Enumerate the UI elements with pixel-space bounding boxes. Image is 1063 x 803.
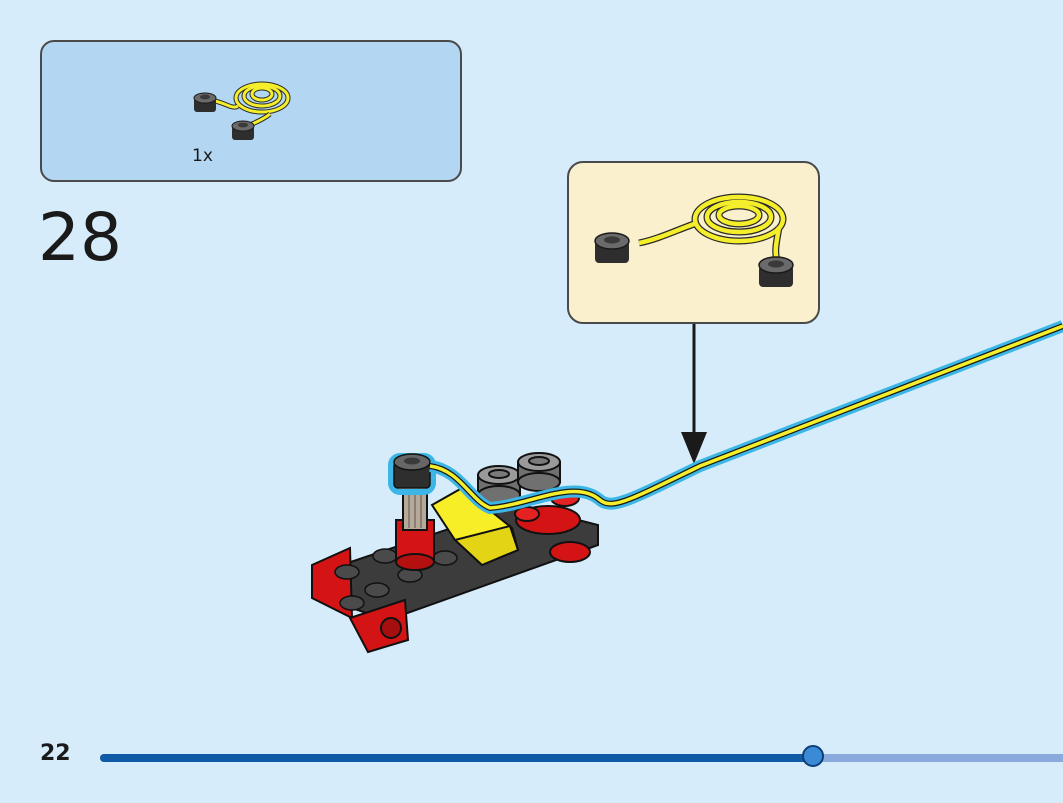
callout-box [567,161,820,324]
step-number: 28 [38,199,122,276]
part-quantity: 1x [192,146,213,166]
model-assembly [311,320,1063,654]
progress-knob[interactable] [801,745,824,767]
progress-bar [100,745,1063,767]
string-part-icon [193,81,291,140]
progress-fill [100,754,813,762]
down-arrow-icon [681,324,707,464]
parts-list-box: 1x [40,40,462,182]
page-number: 22 [40,741,71,766]
string-callout-icon [594,193,794,287]
